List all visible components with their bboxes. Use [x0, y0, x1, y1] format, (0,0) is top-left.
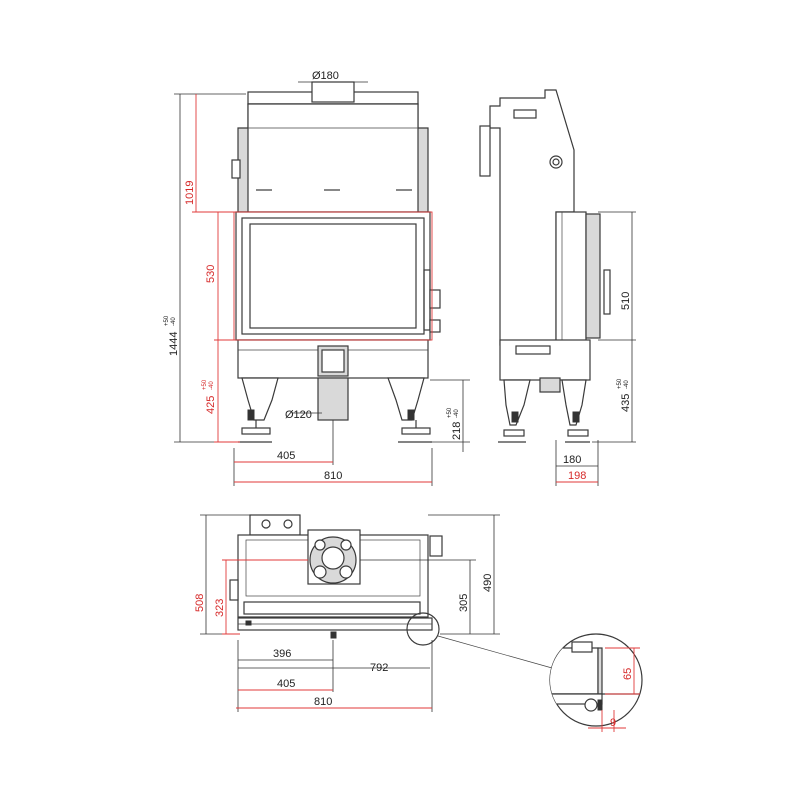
- detail-view: [549, 633, 643, 732]
- foot-left: [241, 427, 271, 435]
- side-door-glass: [585, 213, 601, 339]
- detail-callout: [406, 612, 440, 646]
- total-height-label: 1444: [168, 332, 180, 356]
- flue-diameter-label: Ø180: [312, 70, 339, 82]
- top-depth-front-label: 323: [214, 599, 226, 617]
- half-width-label: 405: [277, 450, 295, 462]
- front-view: [174, 81, 470, 486]
- side-port: [549, 155, 563, 169]
- top-half-width-label: 405: [277, 678, 295, 690]
- air-inlet-pipe: [317, 377, 349, 421]
- foot-right: [401, 427, 431, 435]
- lower-height-label: 425: [205, 396, 217, 414]
- side-lower-tol-plus: +50: [617, 378, 623, 389]
- air-inlet-height-label: 218: [451, 422, 463, 440]
- detail-width-label: 9: [610, 717, 616, 729]
- lower-height-tol-plus: +50: [202, 379, 208, 390]
- top-connector: [249, 514, 301, 536]
- top-inner-width-label: 792: [370, 662, 388, 674]
- door-glass: [249, 223, 417, 329]
- top-flue-offset-label: 305: [458, 594, 470, 612]
- total-height-tol-minus: -40: [171, 317, 177, 326]
- upper-height-label: 1019: [184, 181, 196, 205]
- upper-chamber: [247, 103, 419, 213]
- side-depth-outer-label: 198: [568, 470, 586, 482]
- top-width-label: 810: [314, 696, 332, 708]
- side-view: [479, 89, 636, 486]
- top-depth-back-label: 490: [482, 574, 494, 592]
- side-leg-front: [503, 379, 531, 426]
- lower-height-tol-minus: -40: [209, 381, 215, 390]
- flue-outlet: [311, 81, 355, 103]
- top-total-depth-label: 508: [194, 594, 206, 612]
- top-flue-x-label: 396: [273, 648, 291, 660]
- width-label: 810: [324, 470, 342, 482]
- side-lower-height-label: 435: [620, 394, 632, 412]
- air-inlet-diameter-label: Ø120: [285, 409, 312, 421]
- total-height-tol-plus: +50: [164, 315, 170, 326]
- side-door: [555, 211, 587, 343]
- top-view: [200, 514, 553, 712]
- side-lower-tol-minus: -40: [624, 380, 630, 389]
- detail-height-label: 65: [622, 668, 634, 680]
- side-depth-inner-label: 180: [563, 454, 581, 466]
- side-handle: [603, 269, 611, 315]
- front-leg-left: [241, 377, 279, 421]
- door-height-label: 530: [205, 265, 217, 283]
- side-door-height-label: 510: [620, 292, 632, 310]
- air-inlet-tol-plus: +50: [447, 407, 453, 418]
- side-leg-back: [561, 379, 587, 426]
- front-leg-right: [387, 377, 425, 421]
- air-inlet-tol-minus: -40: [454, 409, 460, 418]
